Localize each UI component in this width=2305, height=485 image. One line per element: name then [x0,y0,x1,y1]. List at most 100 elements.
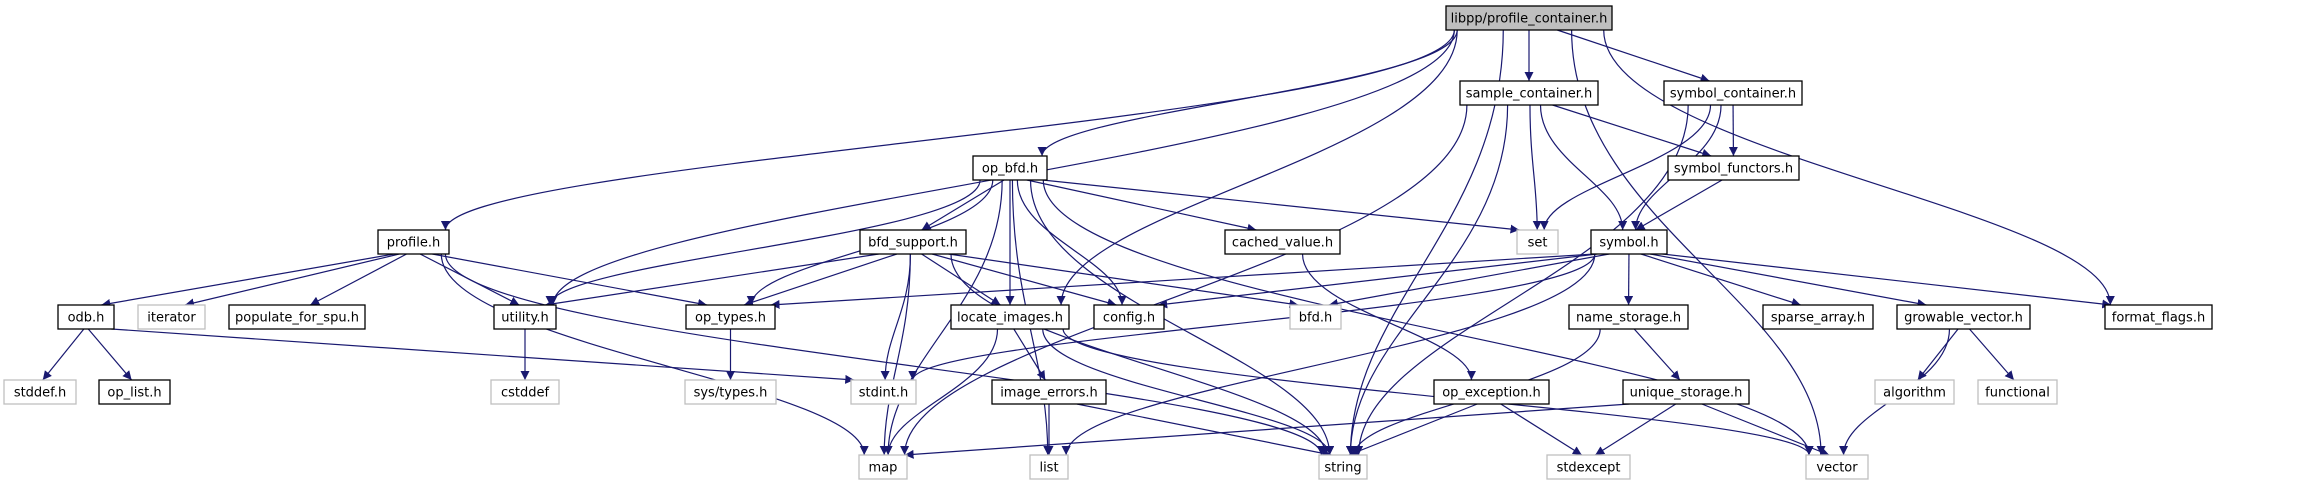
node-format-flags[interactable]: format_flags.h [2104,304,2213,330]
node-label: string [1324,461,1361,476]
node-bfd: bfd.h [1289,304,1342,330]
node-box [137,304,206,330]
edge-profile-container-to-locate-images [1056,29,1458,306]
node-op-bfd[interactable]: op_bfd.h [972,155,1048,181]
edge-symbol-to-bfd [1328,253,1610,308]
node-locate-images[interactable]: locate_images.h [950,304,1070,330]
edge-odb-to-op-list [87,328,133,381]
edge-symbol-to-format-flags [1662,253,2112,309]
node-label: sample_container.h [1466,87,1593,102]
node-box [1029,454,1069,480]
edge-op-bfd-to-set [1042,179,1520,234]
node-box [1663,80,1803,106]
edge-profile-to-iterator [184,253,400,308]
node-label: name_storage.h [1576,311,1681,326]
edge-unique-storage-to-map [904,403,1630,459]
node-sys-types: sys/types.h [684,379,777,405]
edge-growable-vector-to-functional [1969,328,2015,381]
node-label: op_bfd.h [982,162,1038,177]
node-image-errors[interactable]: image_errors.h [991,379,1107,405]
node-label: symbol_container.h [1670,87,1796,102]
node-list: list [1029,454,1069,480]
node-box [3,379,77,405]
node-label: image_errors.h [1000,386,1098,401]
node-label: populate_for_spu.h [235,311,359,326]
node-symbol-functors[interactable]: symbol_functors.h [1667,155,1800,181]
node-label: op_types.h [695,311,766,326]
node-op-types[interactable]: op_types.h [685,304,776,330]
edge-op-bfd-to-utility [545,179,981,306]
edge-bfd-support-to-config [931,253,1117,307]
edge-symbol-functors-to-symbol [1635,179,1723,231]
node-odb[interactable]: odb.h [57,304,115,330]
node-box [377,229,450,255]
edge-profile-to-string [444,253,1326,456]
node-box [1622,379,1750,405]
node-box [490,379,560,405]
node-label: odb.h [68,311,105,326]
node-label: stddef.h [14,386,66,401]
node-profile-container[interactable]: libpp/profile_container.h [1445,5,1613,31]
node-name-storage[interactable]: name_storage.h [1568,304,1689,330]
node-growable-vector[interactable]: growable_vector.h [1896,304,2031,330]
node-box [1445,5,1613,31]
node-box [850,379,917,405]
node-cached-value[interactable]: cached_value.h [1224,229,1341,255]
node-algorithm: algorithm [1874,379,1955,405]
node-box [1590,229,1668,255]
edge-symbol-to-list [1061,253,1596,456]
node-label: profile.h [387,236,440,251]
edge-bfd-support-to-bfd [948,253,1299,309]
edge-profile-to-odb [101,253,395,308]
node-box [1762,304,1874,330]
node-profile[interactable]: profile.h [377,229,450,255]
edge-symbol-to-op-types [770,253,1595,309]
edge-locate-images-to-image-errors [1013,328,1046,381]
edge-unique-storage-to-vector [1701,403,1830,456]
node-label: sparse_array.h [1771,311,1865,326]
node-label: growable_vector.h [1904,311,2023,326]
node-op-list[interactable]: op_list.h [98,379,171,405]
node-label: locate_images.h [957,311,1063,326]
node-op-exception[interactable]: op_exception.h [1433,379,1550,405]
node-label: cstddef [501,386,550,401]
node-box [1318,454,1368,480]
node-box [991,379,1107,405]
node-label: utility.h [501,311,548,326]
node-box [1289,304,1342,330]
node-symbol-container[interactable]: symbol_container.h [1663,80,1803,106]
node-config[interactable]: config.h [1093,304,1165,330]
node-unique-storage[interactable]: unique_storage.h [1622,379,1750,405]
node-bfd-support[interactable]: bfd_support.h [859,229,967,255]
node-symbol[interactable]: symbol.h [1590,229,1668,255]
node-stdexcept: stdexcept [1546,454,1631,480]
edge-symbol-to-growable-vector [1650,253,1927,308]
edge-sample-container-to-symbol-functors [1552,104,1712,158]
node-map: map [858,454,908,480]
edge-sample-container-to-set [1529,104,1542,231]
node-box [1667,155,1800,181]
edge-sample-container-to-map [900,104,1468,456]
node-sparse-array[interactable]: sparse_array.h [1762,304,1874,330]
node-stdint: stdint.h [850,379,917,405]
edge-locate-images-to-string [1042,328,1335,456]
node-box [685,304,776,330]
node-box [1546,454,1631,480]
node-utility[interactable]: utility.h [493,304,557,330]
node-label: cached_value.h [1232,236,1333,251]
edge-op-exception-to-stdexcept [1500,403,1583,456]
node-label: list [1039,461,1058,476]
node-box [972,155,1048,181]
edges-layer [42,29,2115,459]
edge-sample-container-to-string [1345,104,1509,456]
node-box [684,379,777,405]
node-box [1459,80,1599,106]
node-sample-container[interactable]: sample_container.h [1459,80,1599,106]
node-label: symbol_functors.h [1674,162,1793,177]
edge-bfd-support-to-map [879,253,911,456]
node-populate-for-spu[interactable]: populate_for_spu.h [228,304,366,330]
node-label: format_flags.h [2112,311,2205,326]
edge-op-bfd-to-cached-value [1026,179,1257,233]
node-label: symbol.h [1599,236,1658,251]
